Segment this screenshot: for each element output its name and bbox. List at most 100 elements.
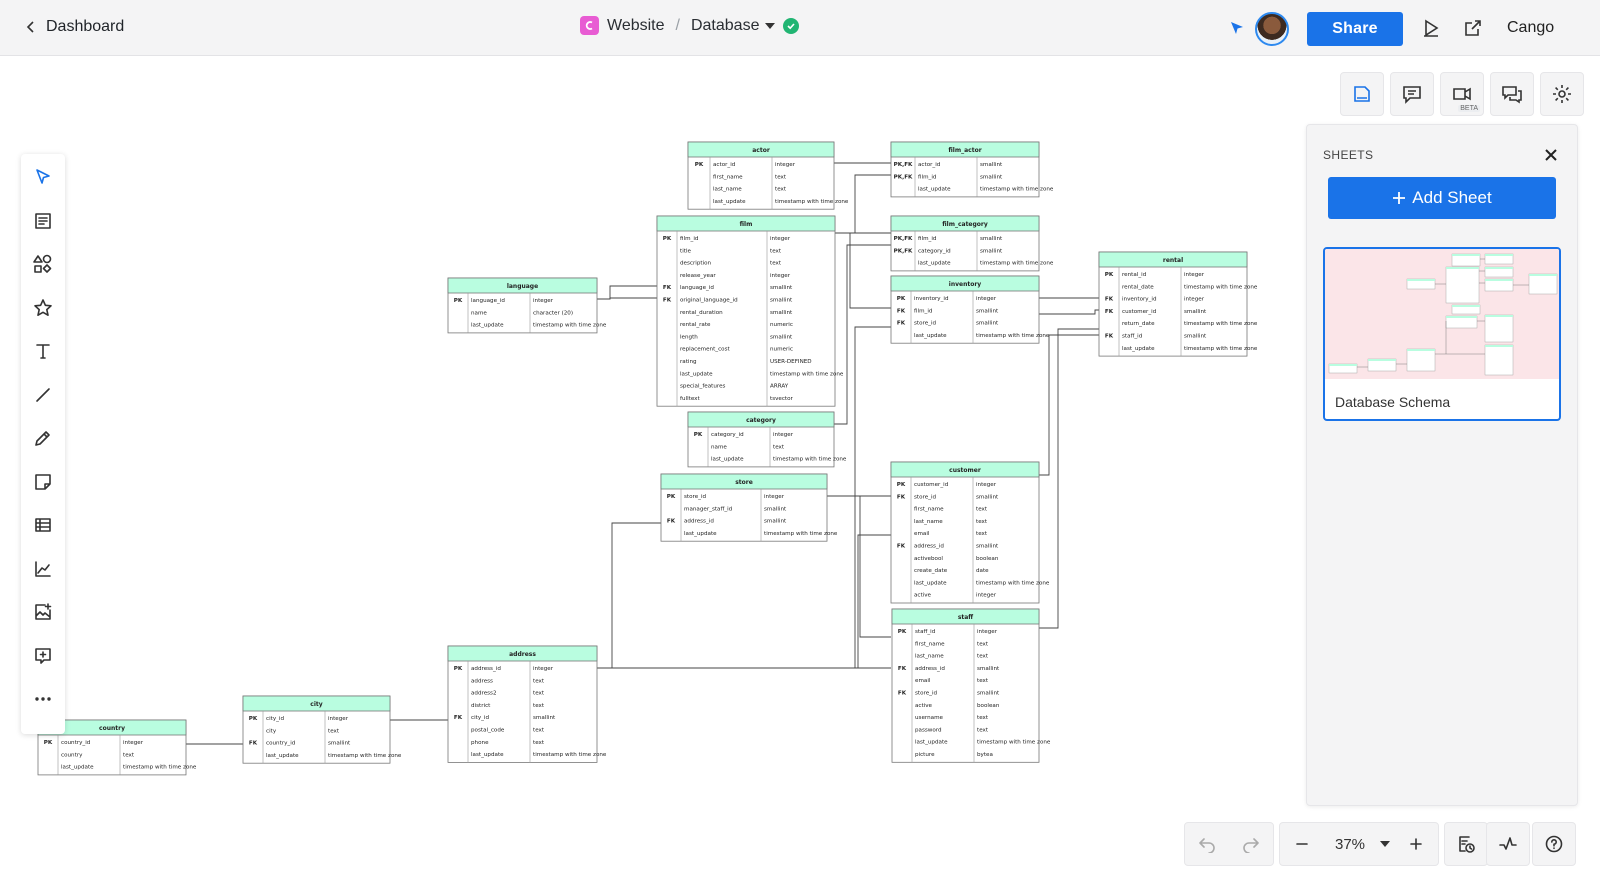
column-type: bytea — [977, 752, 993, 758]
column-name: last_name — [915, 654, 944, 660]
history-panel — [1444, 822, 1488, 866]
back-to-dashboard-link[interactable]: Dashboard — [24, 18, 124, 36]
column-type: text — [976, 507, 988, 513]
column-name: inventory_id — [1122, 297, 1157, 303]
image-tool[interactable] — [28, 597, 58, 627]
settings-tile[interactable] — [1540, 72, 1584, 116]
relationship-line — [597, 286, 657, 299]
activity-button[interactable] — [1487, 822, 1529, 866]
more-tools[interactable] — [28, 684, 58, 714]
sticky-note-tool[interactable] — [28, 467, 58, 497]
column-type: timestamp with time zone — [976, 333, 1050, 339]
column-type: text — [775, 187, 787, 193]
entity-rental[interactable]: rentalPKrental_idintegerrental_datetimes… — [1099, 252, 1258, 356]
column-type: integer — [977, 629, 998, 635]
sticky-note-icon — [33, 472, 53, 492]
entity-title: store — [735, 479, 753, 486]
redo-button[interactable] — [1229, 822, 1273, 866]
entity-staff[interactable]: staffPKstaff_idintegerfirst_nametextlast… — [892, 609, 1051, 762]
text-icon — [33, 341, 53, 361]
column-key: FK — [663, 298, 672, 304]
column-name: store_id — [914, 321, 936, 327]
shapes-tool[interactable] — [28, 249, 58, 279]
breadcrumb-project[interactable]: Website — [607, 17, 665, 35]
column-name: length — [680, 334, 698, 340]
column-type: integer — [773, 432, 794, 438]
column-type: timestamp with time zone — [1184, 284, 1258, 290]
relationship-line — [835, 233, 891, 308]
column-name: active — [915, 703, 933, 709]
column-type: USER-DEFINED — [770, 359, 812, 365]
entity-film[interactable]: filmPKfilm_idintegertitletextdescription… — [657, 216, 844, 406]
column-type: smallint — [980, 162, 1003, 168]
column-name: address_id — [471, 666, 501, 672]
column-type: smallint — [770, 298, 793, 304]
zoom-dropdown[interactable] — [1376, 841, 1394, 847]
close-icon[interactable] — [1543, 147, 1559, 163]
version-history-button[interactable] — [1445, 822, 1487, 866]
entity-city[interactable]: cityPKcity_idintegercitytextFKcountry_id… — [243, 696, 402, 763]
add-sheet-button[interactable]: Add Sheet — [1328, 177, 1556, 219]
document-dropdown[interactable]: Database — [691, 17, 776, 35]
column-name: store_id — [914, 494, 936, 500]
select-tool[interactable] — [28, 162, 58, 192]
entity-category[interactable]: categoryPKcategory_idintegernametextlast… — [688, 412, 847, 467]
redo-icon — [1242, 835, 1260, 853]
sheets-title: SHEETS — [1323, 148, 1373, 162]
column-key: FK — [249, 741, 258, 747]
column-name: first_name — [713, 174, 743, 180]
undo-button[interactable] — [1185, 822, 1229, 866]
more-icon — [33, 689, 53, 709]
column-name: last_name — [713, 187, 742, 193]
line-tool[interactable] — [28, 380, 58, 410]
column-name: inventory_id — [914, 296, 949, 302]
chart-tool[interactable] — [28, 554, 58, 584]
column-type: date — [976, 568, 989, 574]
entity-store[interactable]: storePKstore_idintegermanager_staff_idsm… — [661, 474, 838, 541]
export-icon[interactable] — [1460, 15, 1486, 41]
zoom-level[interactable]: 37% — [1324, 836, 1376, 853]
pen-tool[interactable] — [28, 423, 58, 453]
history-controls — [1184, 822, 1274, 866]
breadcrumb: Website / Database — [580, 16, 799, 35]
entity-film_category[interactable]: film_categoryPK,FKfilm_idsmallintPK,FKca… — [891, 216, 1054, 271]
table-tool[interactable] — [28, 510, 58, 540]
entity-customer[interactable]: customerPKcustomer_idintegerFKstore_idsm… — [891, 462, 1050, 603]
column-name: last_update — [915, 740, 948, 746]
column-key: PK,FK — [894, 162, 913, 168]
page-icon — [1351, 83, 1373, 105]
video-tile[interactable]: BETA — [1440, 72, 1484, 116]
column-name: special_features — [680, 384, 726, 390]
comments-tile[interactable] — [1390, 72, 1434, 116]
comment-icon — [1401, 83, 1423, 105]
play-icon[interactable] — [1418, 15, 1444, 41]
text-tool[interactable] — [28, 336, 58, 366]
share-button[interactable]: Share — [1307, 12, 1403, 46]
column-name: film_id — [914, 308, 933, 314]
table-icon — [33, 515, 53, 535]
column-name: original_language_id — [680, 298, 738, 304]
entity-film_actor[interactable]: film_actorPK,FKactor_idsmallintPK,FKfilm… — [891, 142, 1054, 197]
pointer-icon[interactable] — [1224, 15, 1250, 41]
embed-tool[interactable] — [28, 641, 58, 671]
help-button[interactable] — [1533, 822, 1575, 866]
relationship-line — [597, 535, 891, 668]
column-type: timestamp with time zone — [1184, 346, 1258, 352]
sheet-card[interactable]: Database Schema — [1323, 247, 1561, 421]
pages-tile[interactable] — [1340, 72, 1384, 116]
column-type: text — [977, 715, 989, 721]
chat-tile[interactable] — [1490, 72, 1534, 116]
zoom-out-button[interactable] — [1280, 822, 1324, 866]
zoom-in-button[interactable] — [1394, 822, 1438, 866]
column-type: timestamp with time zone — [980, 261, 1054, 267]
entity-address[interactable]: addressPKaddress_idintegeraddresstextadd… — [448, 646, 607, 762]
column-name: actor_id — [918, 162, 941, 168]
star-tool[interactable] — [28, 293, 58, 323]
column-type: text — [773, 444, 785, 450]
entity-actor[interactable]: actorPKactor_idintegerfirst_nametextlast… — [688, 142, 849, 209]
avatar[interactable] — [1255, 12, 1289, 46]
entity-language[interactable]: languagePKlanguage_idintegernamecharacte… — [448, 278, 607, 333]
text-block-tool[interactable] — [28, 206, 58, 236]
column-type: ARRAY — [770, 384, 789, 390]
entity-inventory[interactable]: inventoryPKinventory_idintegerFKfilm_ids… — [891, 276, 1050, 343]
